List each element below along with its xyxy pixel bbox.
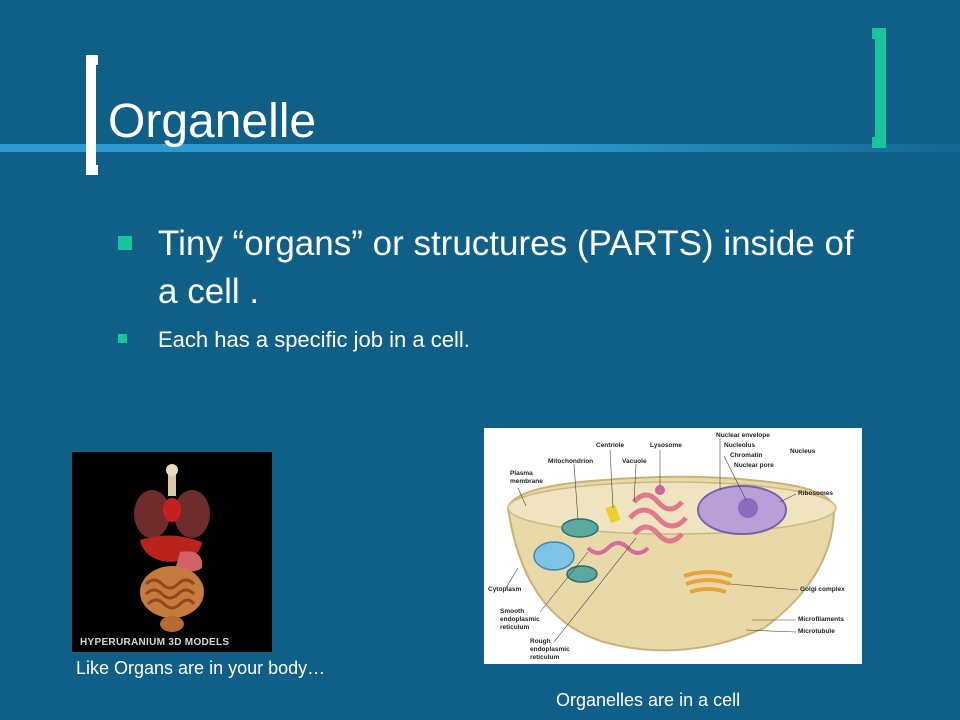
label-cytoplasm: Cytoplasm	[488, 586, 522, 593]
label-chromatin: Chromatin	[730, 452, 763, 459]
organs-image: HYPERURANIUM 3D MODELS	[72, 452, 272, 652]
title-stripe	[0, 144, 960, 152]
label-rough-er: Rough endoplasmic reticulum	[530, 638, 570, 661]
bullet-text-sub: Each has a specific job in a cell.	[158, 327, 470, 352]
bullet-marker-small	[118, 334, 127, 343]
cell-illustration	[505, 438, 837, 652]
organs-image-watermark: HYPERURANIUM 3D MODELS	[80, 637, 230, 648]
left-bracket-decoration	[86, 55, 98, 175]
animal-cell-diagram: Centriole Lysosome Nuclear envelope Nucl…	[484, 428, 862, 664]
label-golgi-complex: Golgi complex	[800, 586, 845, 593]
label-nucleus: Nucleus	[790, 448, 816, 455]
label-lysosome: Lysosome	[650, 442, 682, 449]
label-nuclear-envelope: Nuclear envelope	[716, 432, 770, 439]
label-centriole: Centriole	[596, 442, 625, 449]
label-vacuole: Vacuole	[622, 458, 647, 465]
label-microtubule: Microtubule	[798, 628, 835, 635]
caption-organelles: Organelles are in a cell	[556, 690, 741, 710]
label-mitochondrion: Mitochondrion	[548, 458, 594, 465]
right-bracket-decoration	[872, 28, 886, 148]
label-nucleolus: Nucleolus	[724, 442, 756, 449]
label-smooth-er: Smooth endoplasmic reticulum	[500, 608, 540, 631]
slide-title: Organelle	[108, 95, 317, 148]
bullet-text-main: Tiny “organs” or structures (PARTS) insi…	[158, 224, 854, 311]
label-nuclear-pore: Nuclear pore	[734, 462, 774, 469]
human-organs-illustration	[134, 464, 210, 632]
caption-organs: Like Organs are in your body…	[76, 658, 326, 678]
label-ribosomes: Ribosomes	[798, 490, 834, 497]
label-microfilaments: Microfilaments	[798, 616, 844, 623]
bullet-marker	[118, 236, 132, 250]
label-plasma-membrane: Plasma membrane	[510, 470, 543, 485]
